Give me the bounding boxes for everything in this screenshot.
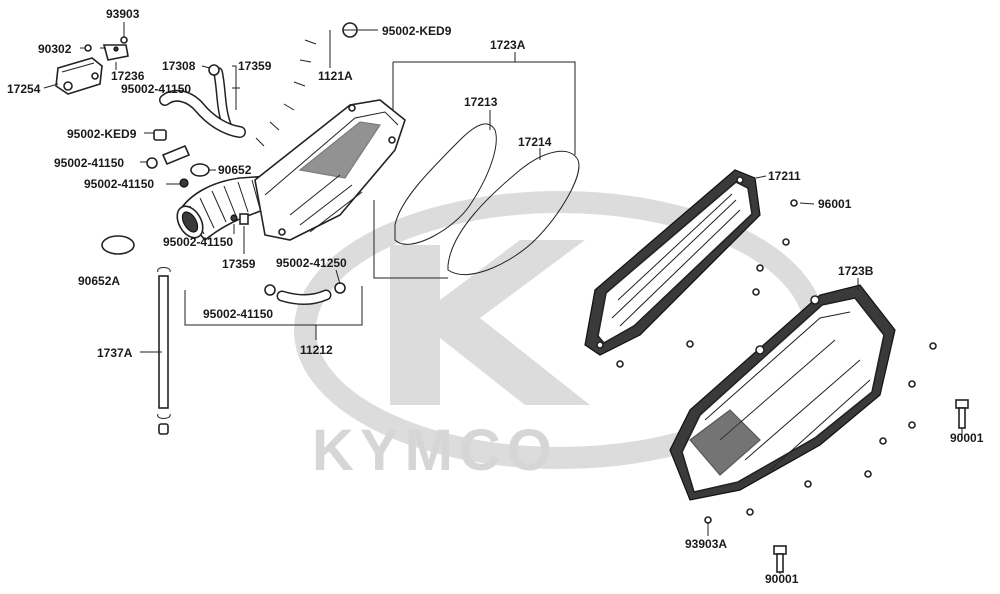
filter-cover-1723b (669, 284, 896, 501)
fitting-17359-mid (239, 213, 249, 225)
label-17254: 17254 (7, 82, 41, 96)
clamp-95002-41150-b (146, 157, 158, 169)
label-95002-41150-d: 95002-41150 (163, 235, 233, 249)
label-93903: 93903 (106, 7, 140, 21)
bracket-17236 (102, 44, 129, 61)
part-labels: 93903 90302 17236 17254 95002-KED9 1121A… (7, 7, 984, 586)
watermark-k-logo (390, 240, 590, 405)
label-1737a: 1737A (97, 346, 133, 360)
hose-curved-lower (159, 89, 246, 138)
label-96001: 96001 (818, 197, 852, 211)
label-17211: 17211 (768, 169, 801, 183)
label-95002-41150-b: 95002-41150 (54, 156, 124, 170)
breather-box-17254 (55, 57, 103, 95)
gasket-17214 (447, 150, 580, 275)
clamp-90652a (101, 235, 135, 255)
drain-tube-1737a (157, 267, 171, 435)
label-95002-ked9-mid: 95002-KED9 (67, 127, 137, 141)
filter-element-17211 (584, 169, 761, 356)
label-95002-41150-e: 95002-41150 (203, 307, 273, 321)
label-93903a: 93903A (685, 537, 727, 551)
hose-11212 (264, 282, 346, 306)
label-90001-right: 90001 (950, 431, 984, 445)
clamp-95002-ked9-mid (153, 129, 167, 141)
watermark-brand: KYMCO (312, 418, 558, 483)
clamp-90652 (190, 163, 210, 177)
label-17213: 17213 (464, 95, 498, 109)
pipe-short (161, 144, 191, 166)
label-17308: 17308 (162, 59, 196, 73)
label-17359-top: 17359 (238, 59, 272, 73)
label-11212: 11212 (300, 343, 333, 357)
label-95002-41150-a: 95002-41150 (121, 82, 191, 96)
leader-lines (43, 22, 963, 574)
label-90001-bottom: 90001 (765, 572, 799, 586)
label-1723b: 1723B (838, 264, 874, 278)
bolt-90001-right (955, 399, 969, 429)
label-90302: 90302 (38, 42, 72, 56)
label-1121a: 1121A (318, 69, 353, 83)
label-17359-mid: 17359 (222, 257, 256, 271)
air-cleaner-case (254, 99, 406, 241)
clamp-95002-ked9-top (342, 22, 358, 38)
label-95002-41150-c: 95002-41150 (84, 177, 154, 191)
label-95002-41250: 95002-41250 (276, 256, 347, 270)
label-90652: 90652 (218, 163, 252, 177)
hose-1121a (236, 19, 327, 173)
cover-screws (616, 199, 937, 524)
bolt-90001-bottom (773, 545, 787, 573)
intake-duct (176, 175, 277, 242)
label-95002-ked9-top: 95002-KED9 (382, 24, 452, 38)
screw-90302 (80, 44, 92, 52)
gasket-17213 (394, 123, 497, 245)
label-1723a: 1723A (490, 38, 526, 52)
label-90652a: 90652A (78, 274, 120, 288)
label-17236: 17236 (111, 69, 145, 83)
label-17214: 17214 (518, 135, 552, 149)
clamp-95002-41150-c (179, 178, 189, 188)
clamp-95002-41150-d (230, 214, 238, 222)
